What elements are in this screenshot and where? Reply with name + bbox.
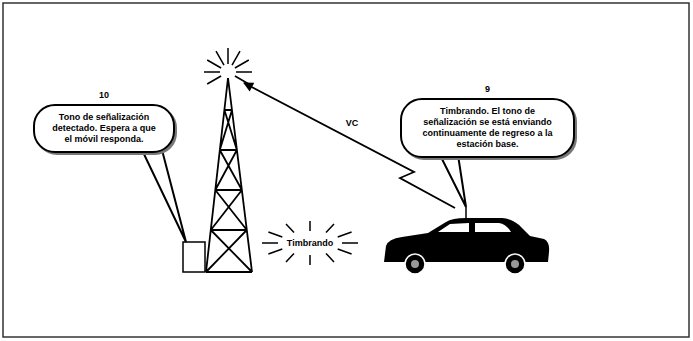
frame [3,3,689,337]
speech-bubble: 9Timbrando. El tono de señalización se e… [400,84,575,158]
car-wheel [505,254,525,274]
callout-number: 9 [400,84,575,95]
base-station-box [183,242,205,272]
antenna-tower [206,78,252,272]
bubble-tail [440,155,466,207]
ringing-burst [262,221,358,265]
bubble-tail [142,150,186,242]
speech-bubble: 10Tono de señalización detectado. Espera… [33,90,175,153]
signal-burst [204,48,252,84]
bubble-text: Tono de señalización detectado. Espera a… [49,112,159,145]
signal-name: VC [344,118,361,129]
bubble-outline: Timbrando. El tono de señalización se es… [400,98,575,158]
car-wheel [405,254,425,274]
callout-number: 10 [33,90,175,101]
car-window [438,223,511,232]
bubble-outline: Tono de señalización detectado. Espera a… [33,104,175,153]
wheel-hub [411,260,419,268]
bubble-text: Timbrando. El tono de señalización se es… [416,106,559,150]
state-label: Timbrando [285,238,335,249]
wheel-hub [511,260,519,268]
car-antenna [465,207,467,218]
